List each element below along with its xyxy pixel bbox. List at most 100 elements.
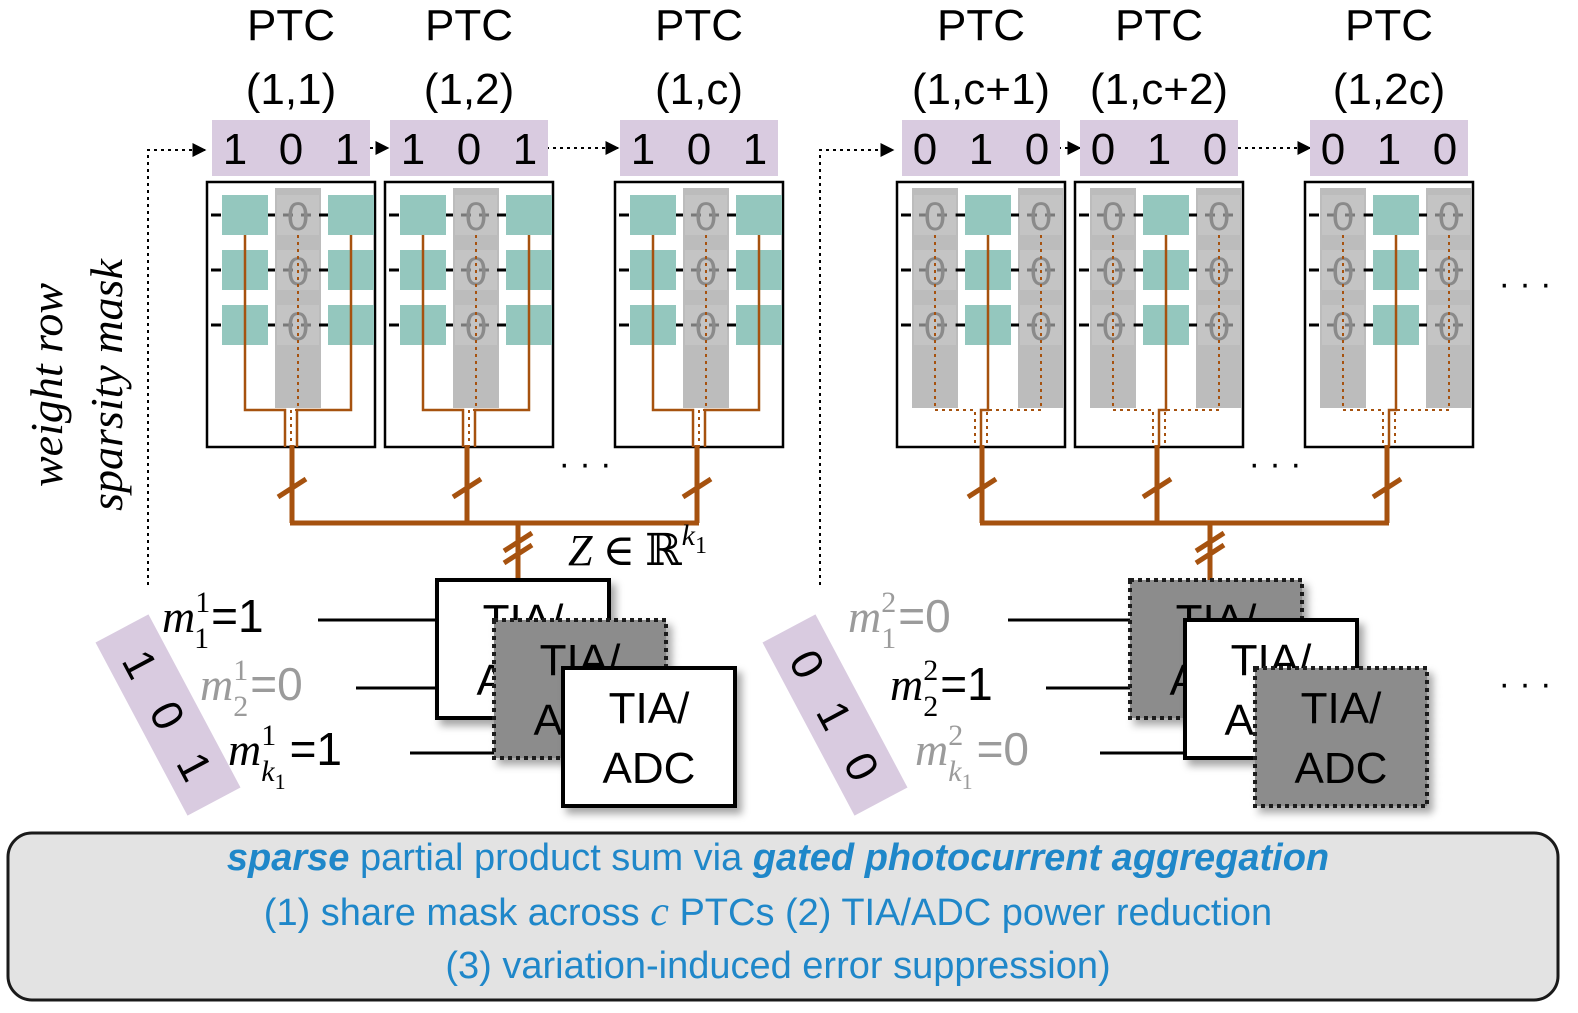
active-wire: [243, 235, 287, 447]
photonic-cell: [1373, 195, 1419, 235]
disabled-cell: [685, 305, 727, 345]
mask-subsubscript: 1: [962, 769, 973, 794]
ptc-mask-bit: 1: [335, 125, 359, 174]
zero-cell-label: 0: [1030, 195, 1052, 239]
ptc-mask-bit: 1: [401, 125, 425, 174]
ptc-label: PTC: [655, 1, 743, 50]
disabled-cell: [1020, 305, 1062, 345]
mask-superscript: 1: [261, 719, 276, 752]
disabled-cell: [1322, 305, 1364, 345]
mask-subscript: k: [948, 755, 962, 788]
active-wire: [295, 235, 353, 447]
disabled-cell: [1092, 195, 1134, 235]
photonic-cell: [965, 195, 1011, 235]
mask-subsubscript: 1: [275, 769, 286, 794]
ptc-mask-strip: [390, 120, 548, 176]
ellipsis-right-top: · · ·: [1499, 265, 1552, 303]
gated-wire: [1164, 235, 1220, 447]
side-mask-strip: 010: [762, 614, 908, 816]
ptc-mask-bit: 0: [687, 125, 711, 174]
gated-wire: [986, 235, 1042, 447]
ptc-mask-bit: 0: [1321, 125, 1345, 174]
disabled-cell: [277, 305, 319, 345]
active-wire: [1157, 235, 1168, 447]
side-mask-strip: 101: [95, 614, 241, 816]
mask-superscript: 2: [948, 719, 963, 752]
ellipsis-ptc-group2: · · ·: [1249, 445, 1302, 483]
photonic-cell: [222, 195, 268, 235]
active-wire: [651, 235, 695, 447]
disabled-cell: [277, 195, 319, 235]
active-wire: [979, 235, 990, 447]
mask-symbol: m: [200, 659, 233, 710]
tia-adc-section: 101TIA/ADCTIA/ADCTIA/ADCm11=1m12=0m1k1=1…: [95, 578, 1429, 816]
side-mask-bg: [95, 614, 241, 816]
bus-dimension-label: Z∈ℝk1: [568, 519, 707, 575]
disabled-cell: [1322, 195, 1364, 235]
ptc-mask-bit: 0: [1025, 125, 1049, 174]
ellipsis-right-bottom: · · ·: [1499, 665, 1552, 703]
ptc-mask-bit: 0: [1091, 125, 1115, 174]
sparsity-mask-label-line1: weight row: [21, 283, 72, 487]
mask-value: =0: [977, 723, 1029, 775]
ptc-mask-bit: 1: [631, 125, 655, 174]
zero-cell-label: 0: [465, 195, 487, 239]
ptc-mask-strip: [212, 120, 370, 176]
ptc-index: (1,c+1): [912, 65, 1050, 114]
disabled-cell: [914, 195, 956, 235]
ptc-mask-bit: 0: [1203, 125, 1227, 174]
tia-adc-1-3: TIA/ADC: [561, 666, 737, 808]
mask-symbol: m: [228, 724, 261, 775]
disabled-cell: [1092, 305, 1134, 345]
ptc-mask-strip: [1310, 120, 1468, 176]
mask-superscript: 1: [233, 654, 248, 687]
caption-line2: (1) share mask across c PTCs (2) TIA/ADC…: [264, 889, 1272, 935]
mask-feed-line-group1: [147, 143, 207, 585]
gated-wire: [1394, 235, 1450, 447]
active-wire: [473, 235, 531, 447]
zero-cell-label: 0: [287, 195, 309, 239]
mask-symbol: m: [848, 591, 881, 642]
mask-feed-line-group2: [819, 143, 895, 585]
mask-value: =1: [290, 723, 342, 775]
photonic-cell: [1143, 195, 1189, 235]
disabled-cell: [1020, 195, 1062, 235]
ptc-mask-bit: 1: [223, 125, 247, 174]
ellipsis-ptc-group1: · · ·: [559, 445, 612, 483]
tia-adc-box-on: [561, 666, 737, 808]
ptc-mask-strip: [1080, 120, 1238, 176]
gated-wire: [1112, 235, 1154, 447]
side-mask-bg: [762, 614, 908, 816]
mask-value: =0: [898, 590, 950, 642]
disabled-cell: [1198, 195, 1240, 235]
ptc-index: (1,1): [246, 65, 336, 114]
zero-cell-label: 0: [924, 195, 946, 239]
tia-adc-label-2: ADC: [603, 744, 696, 793]
mask-subscript: 2: [233, 690, 248, 723]
disabled-cell: [1198, 305, 1240, 345]
tia-adc-box-off: [1253, 666, 1429, 808]
gated-wire: [934, 235, 976, 447]
ptc-label: PTC: [1115, 1, 1203, 50]
tia-adc-label-2: ADC: [1295, 744, 1388, 793]
ptc-mask-bit: 1: [743, 125, 767, 174]
mask-subscript: k: [261, 755, 275, 788]
bus-slash-marks: [276, 476, 1403, 566]
mask-value: =1: [211, 590, 263, 642]
photonic-cell: [328, 195, 374, 235]
disabled-cell: [1428, 195, 1470, 235]
zero-cell-label: 0: [1332, 195, 1354, 239]
ptc-mask-bit: 0: [913, 125, 937, 174]
